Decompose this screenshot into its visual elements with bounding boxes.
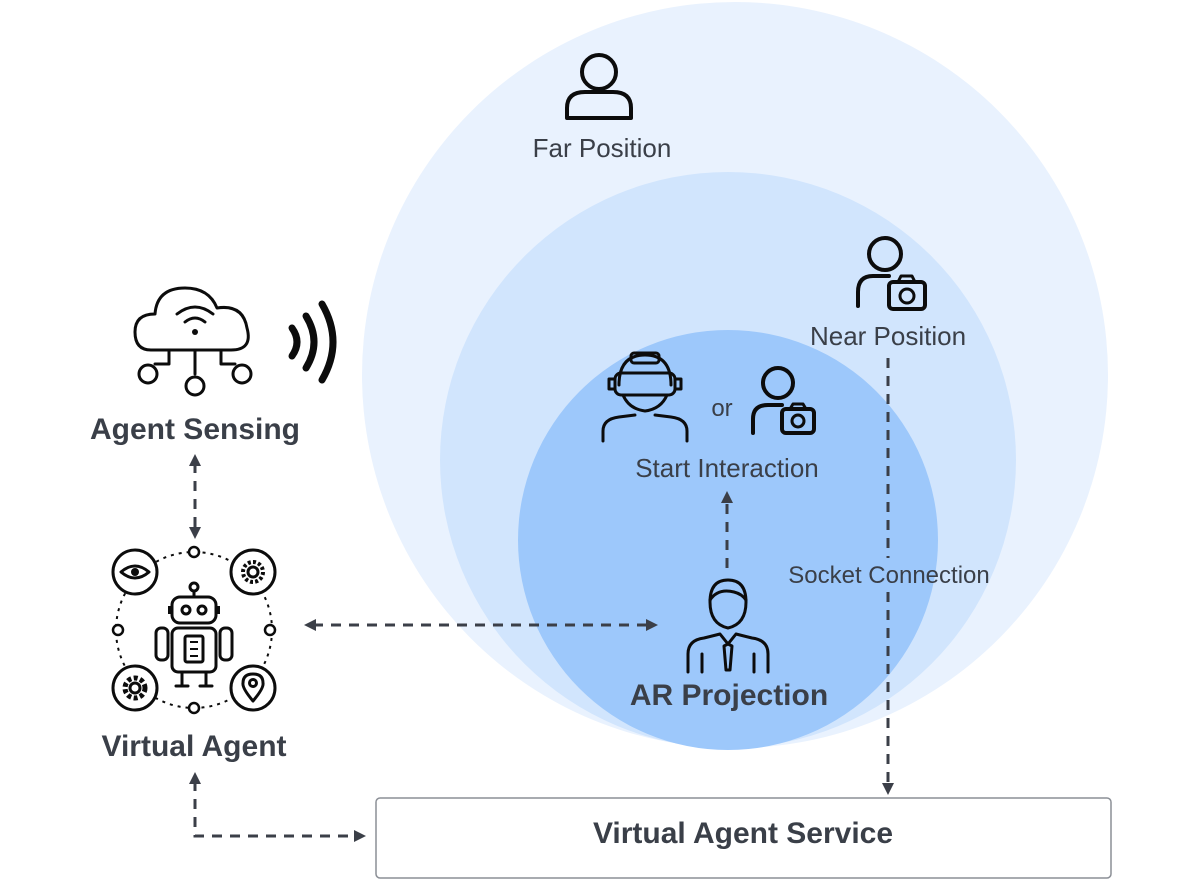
- far-user-icon: [565, 53, 633, 120]
- robot-icon: [111, 545, 277, 715]
- or-label: or: [711, 395, 732, 422]
- virtual-agent-service-label: Virtual Agent Service: [593, 817, 893, 850]
- settings-gear-icon: [229, 548, 277, 596]
- socket-connection-label: Socket Connection: [788, 562, 989, 589]
- virtual-agent-label: Virtual Agent: [101, 730, 286, 763]
- near-position-label: Near Position: [810, 321, 966, 351]
- location-pin-icon: [229, 664, 277, 712]
- wireless-signal-icon: [288, 300, 337, 384]
- businessman-icon: [686, 578, 770, 674]
- agent-sensing-label: Agent Sensing: [90, 413, 300, 446]
- ar-projection-label: AR Projection: [630, 679, 828, 712]
- start-interaction-label: Start Interaction: [635, 453, 819, 483]
- virtual-agent-service-box: [375, 797, 1112, 879]
- gear-icon: [111, 664, 159, 712]
- eye-icon: [111, 548, 159, 596]
- near-user-camera-icon: [856, 236, 927, 311]
- agent-service-connector: [189, 772, 366, 842]
- vr-headset-user-icon: [601, 351, 689, 443]
- camera-user-icon: [751, 366, 816, 435]
- cloud-wifi-network-icon: [133, 286, 253, 397]
- far-position-label: Far Position: [533, 133, 672, 163]
